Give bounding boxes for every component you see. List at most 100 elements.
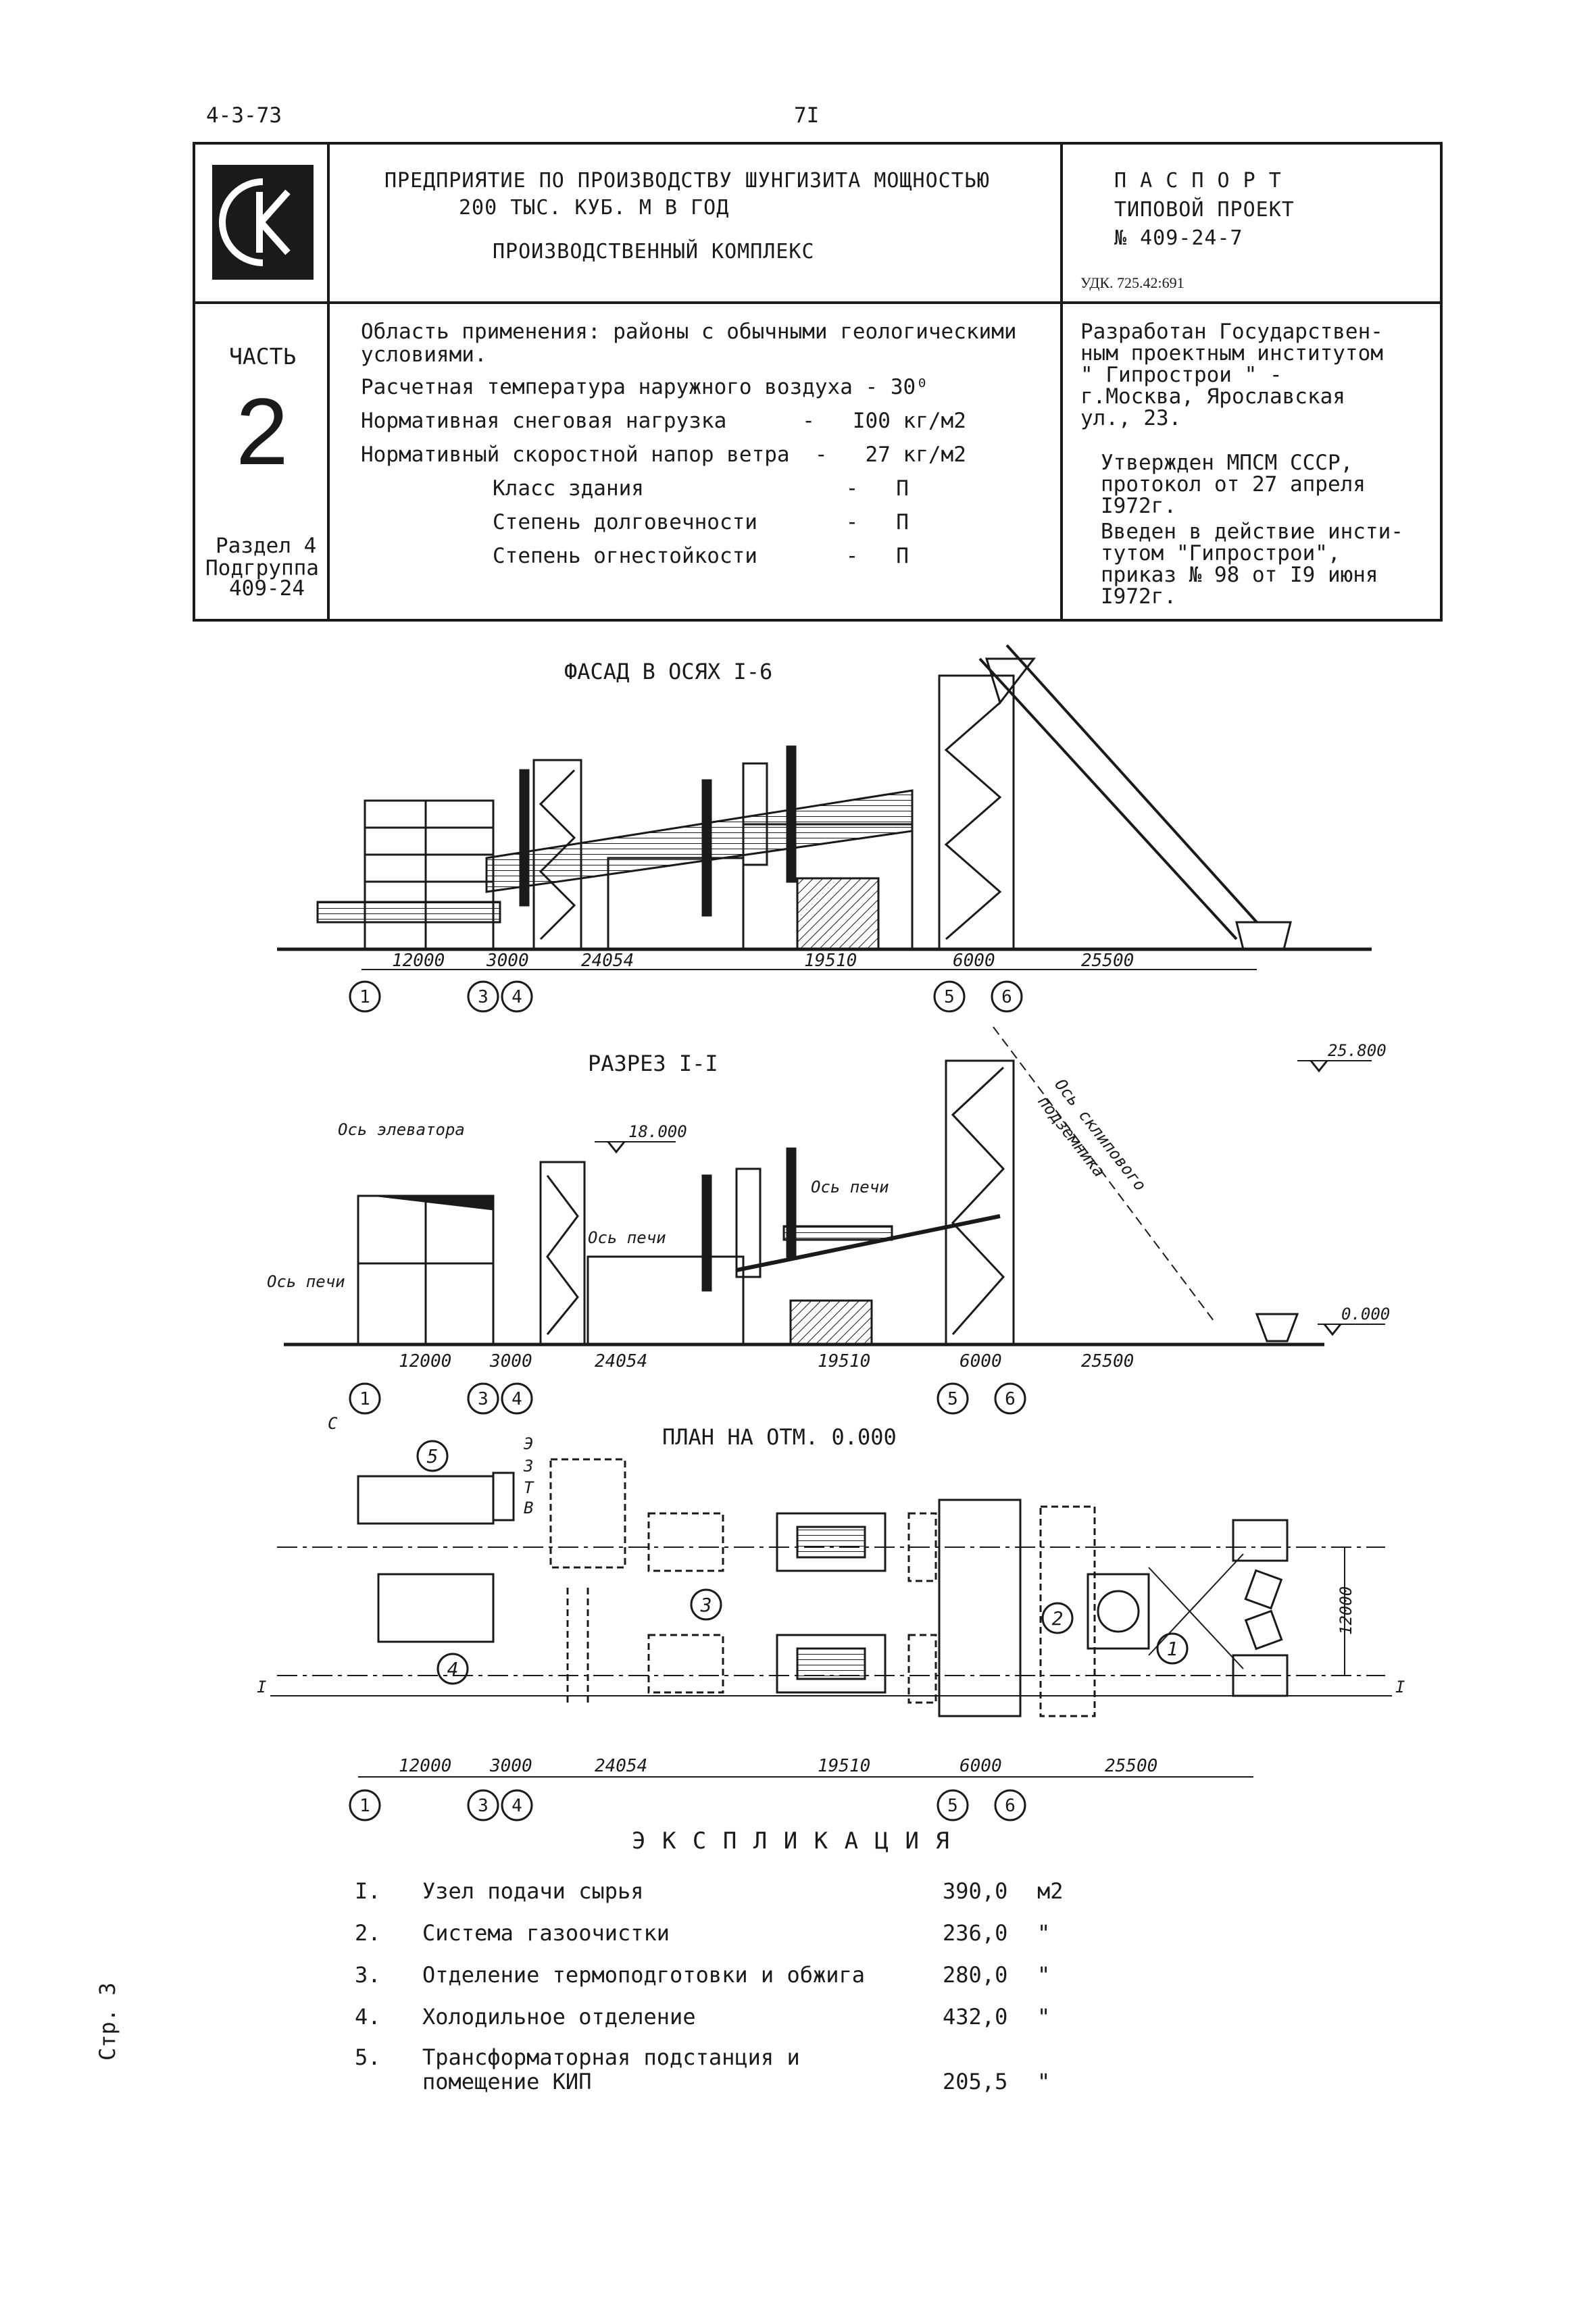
expl-area-2: 236,0: [943, 1920, 1008, 1946]
letter-c: С: [328, 1414, 338, 1433]
section-dimensions: 12000 3000 24054 19510 6000 25500: [399, 1351, 1134, 1372]
mark-mid: 18.000: [628, 1122, 687, 1141]
drawings-area: ФАСАД В ОСЯХ I-6: [257, 644, 1405, 1821]
facade-title: ФАСАД В ОСЯХ I-6: [564, 659, 772, 684]
p-axis-1: 1: [359, 1796, 370, 1816]
s-dim-19510: 19510: [818, 1351, 870, 1372]
section-line-3: 409-24: [229, 576, 305, 601]
expl-unit-1: м2: [1037, 1878, 1064, 1904]
page-number: 7I: [794, 103, 820, 128]
p-axis-4: 4: [512, 1796, 522, 1816]
letter-v: В: [524, 1499, 533, 1517]
expl-num-3: 3.: [355, 1962, 381, 1988]
plan-dimensions: 12000 3000 24054 19510 6000 25500: [399, 1756, 1157, 1776]
sk-logo: [212, 165, 314, 280]
cond-line-2: условиями.: [361, 343, 487, 367]
expl-name-4: Холодильное отделение: [422, 2004, 696, 2030]
s-dim-12000: 12000: [399, 1351, 451, 1372]
cond-line-3: Расчетная температура наружного воздуха …: [361, 375, 928, 399]
expl-num-5: 5.: [355, 2044, 381, 2070]
expl-unit-4: ": [1037, 2004, 1051, 2030]
part-label: ЧАСТЬ: [229, 343, 297, 370]
appr-line-2: протокол от 27 апреля: [1101, 472, 1366, 497]
expl-name-1: Узел подачи сырья: [422, 1878, 644, 1904]
p-dim-25500: 25500: [1105, 1756, 1157, 1776]
expl-num-1: I.: [355, 1878, 381, 1904]
expl-area-5: 205,5: [943, 2069, 1008, 2094]
p-dim-3000: 3000: [489, 1756, 532, 1776]
expl-num-2: 2.: [355, 1920, 381, 1946]
letter-z: З: [523, 1457, 533, 1476]
cond-line-6: Класс здания - П: [493, 476, 909, 501]
project-number: № 409-24-7: [1114, 226, 1243, 250]
p-dim-24054: 24054: [595, 1756, 647, 1776]
expl-name-5: Трансформаторная подстанция и: [422, 2044, 800, 2070]
axis-3: 3: [478, 987, 489, 1007]
plan-zone-labels: 5 4 3 2 1: [427, 1445, 1178, 1680]
dev-line-1: Разработан Государствен-: [1080, 320, 1383, 344]
sheet-code: 4-3-73: [206, 103, 282, 128]
appr-line-1: Утвержден МПСМ СССР,: [1101, 451, 1353, 475]
side-page-label: Стр. 3: [95, 1982, 120, 2061]
plan-letters: С Э З Т В 12000 I I: [257, 1414, 1405, 1696]
cond-line-5: Нормативный скоростной напор ветра - 27 …: [361, 443, 966, 467]
p-axis-3: 3: [478, 1796, 489, 1816]
dev-line-3: " Гипрострои " -: [1080, 363, 1282, 387]
appr-line-3: I972г.: [1101, 494, 1176, 518]
expl-area-4: 432,0: [943, 2004, 1008, 2030]
dev-line-2: ным проектным институтом: [1080, 341, 1383, 366]
expl-name-5b: помещение КИП: [422, 2069, 592, 2094]
axis-4: 4: [512, 987, 522, 1007]
label-elevator-axis: Ось элеватора: [338, 1120, 465, 1139]
part-number: 2: [236, 378, 289, 484]
s-dim-3000: 3000: [489, 1351, 532, 1372]
axis-1: 1: [359, 987, 370, 1007]
section-line-1: Раздел 4: [216, 534, 317, 558]
p-dim-6000: 6000: [959, 1756, 1002, 1776]
letter-t: Т: [524, 1478, 534, 1497]
label-kiln-axis-1: Ось печи: [267, 1272, 345, 1291]
plan-axes: [349, 1789, 1026, 1821]
title-line-2: 200 ТЫС. КУБ. М В ГОД: [459, 196, 730, 220]
s-dim-6000: 6000: [959, 1351, 1002, 1372]
title-line-3: ПРОИЗВОДСТВЕННЫЙ КОМПЛЕКС: [493, 240, 815, 263]
cond-line-7: Степень долговечности - П: [493, 510, 909, 534]
s-axis-3: 3: [478, 1389, 489, 1409]
p-axis-5: 5: [947, 1796, 958, 1816]
title-line-1: ПРЕДПРИЯТИЕ ПО ПРОИЗВОДСТВУ ШУНГИЗИТА МО…: [384, 169, 990, 193]
section-axes: [349, 1382, 1026, 1415]
p-dim-12000: 12000: [399, 1756, 451, 1776]
s-axis-6: 6: [1005, 1389, 1016, 1409]
s-axis-4: 4: [512, 1389, 522, 1409]
explication-title: Э К С П Л И К А Ц И Я: [632, 1828, 951, 1855]
expl-unit-3: ": [1037, 1962, 1051, 1988]
cond-line-8: Степень огнестойкости - П: [493, 544, 909, 568]
plan-axis-labels: 1 3 4 5 6: [359, 1796, 1016, 1816]
expl-num-4: 4.: [355, 2004, 381, 2030]
section-drawing: РАЗРЕЗ I-I: [284, 1026, 1385, 1347]
dim-12000: 12000: [392, 951, 445, 971]
section-title: РАЗРЕЗ I-I: [588, 1051, 718, 1076]
facade-dimensions: 12000 3000 24054 19510 6000 25500: [392, 951, 1134, 971]
plan-width: 12000: [1337, 1586, 1355, 1635]
s-dim-24054: 24054: [595, 1351, 647, 1372]
dim-6000: 6000: [953, 951, 995, 971]
facade-axis-labels: 1 3 4 5 6: [359, 987, 1012, 1007]
zone-1: 1: [1167, 1638, 1178, 1660]
axis-5: 5: [944, 987, 955, 1007]
label-kiln-axis-2: Ось печи: [588, 1228, 666, 1247]
s-axis-5: 5: [947, 1389, 958, 1409]
plan-drawing: ПЛАН НА ОТМ. 0.000: [270, 1424, 1392, 1778]
appr-line-4: Введен в действие инсти-: [1101, 520, 1403, 544]
appr-line-7: I972г.: [1101, 584, 1176, 609]
dim-24054: 24054: [581, 951, 634, 971]
expl-area-1: 390,0: [943, 1878, 1008, 1904]
section-mark-right: I: [1395, 1678, 1405, 1696]
expl-unit-5: ": [1037, 2069, 1051, 2094]
dim-3000: 3000: [486, 951, 529, 971]
dim-25500: 25500: [1081, 951, 1134, 971]
section-labels: Ось элеватора Ось печи Ось печи Ось печи…: [267, 1041, 1390, 1324]
mark-top: 25.800: [1328, 1041, 1387, 1060]
zone-2: 2: [1052, 1607, 1064, 1630]
facade-axes: [349, 980, 1023, 1013]
